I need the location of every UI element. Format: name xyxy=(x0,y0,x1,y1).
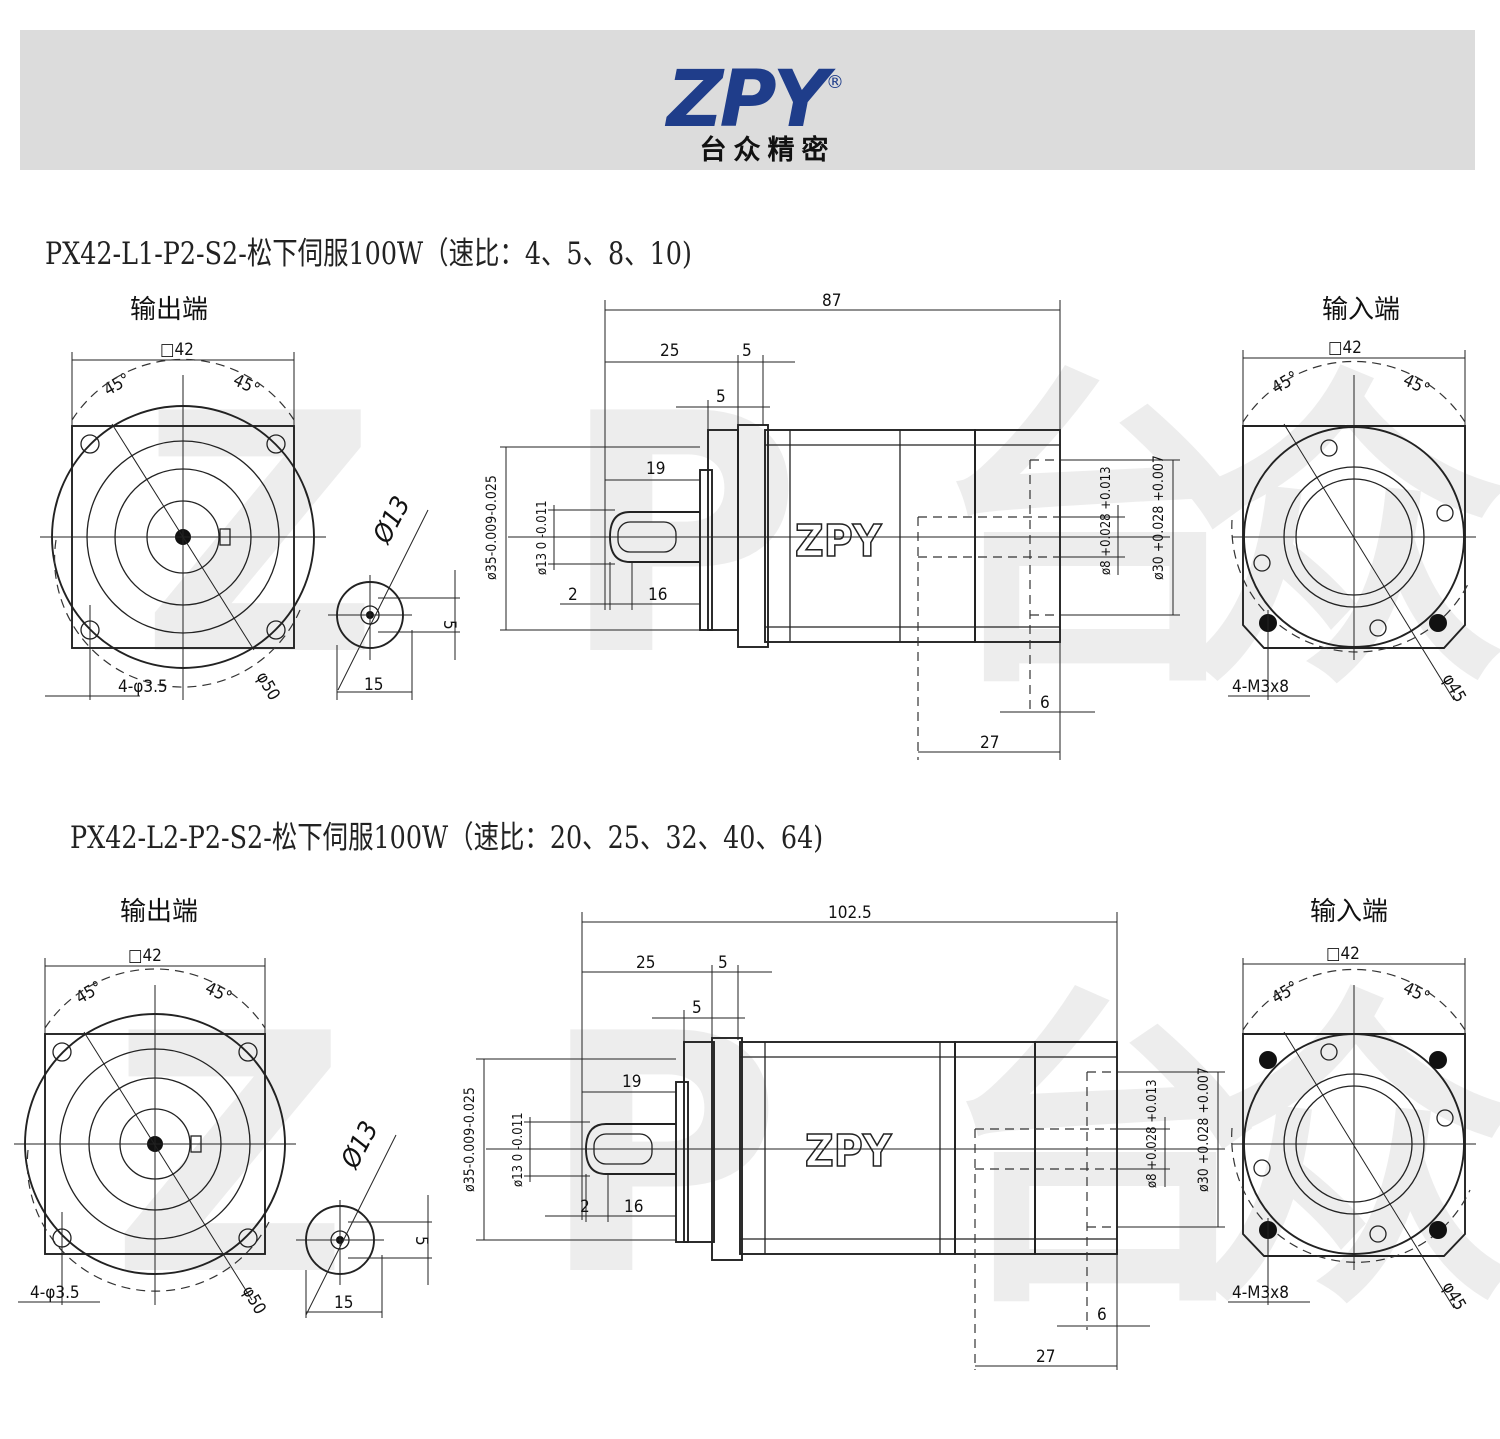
input-end-label: 输入端 xyxy=(1310,897,1388,927)
input-end-label: 输入端 xyxy=(1322,295,1400,325)
logo-text: ZPY xyxy=(664,55,837,145)
pilot-diameter: ø35-0.009-0.025 xyxy=(462,1087,478,1192)
key-length: 16 xyxy=(624,1197,643,1217)
overall-length: 102.5 xyxy=(828,903,872,923)
square-dimension: □42 xyxy=(160,340,194,360)
flange-length: 25 xyxy=(636,953,655,973)
key-width: 5 xyxy=(439,620,459,630)
watermark-1: Z P 台 众 xyxy=(140,344,1500,728)
collar-width: 5 xyxy=(716,387,726,407)
svg-text:众: 众 xyxy=(1180,344,1500,728)
flange-length: 25 xyxy=(660,341,679,361)
mounting-holes: 4-φ3.5 xyxy=(118,677,168,697)
svg-text:台: 台 xyxy=(940,964,1270,1348)
key-depth: 15 xyxy=(364,675,383,695)
logo-subtitle: 台众精密 xyxy=(699,135,836,166)
square-dimension: □42 xyxy=(1328,338,1362,358)
pilot-depth: 6 xyxy=(1097,1305,1107,1325)
motor-pilot: ø30 +0.028 +0.007 xyxy=(1151,455,1167,580)
shaft-offset: 2 xyxy=(568,585,578,605)
drawing-2: Z P 台 众 输出端 □42 45° 45° xyxy=(14,897,1500,1370)
drawing-title-2: PX42-L2-P2-S2-松下伺服100W（速比：20、25、32、40、64… xyxy=(70,820,824,856)
bore-depth: 27 xyxy=(1036,1347,1055,1367)
shaft-length: 19 xyxy=(622,1072,641,1092)
flange-width: 5 xyxy=(742,341,752,361)
key-depth: 15 xyxy=(334,1293,353,1313)
shaft-length: 19 xyxy=(646,459,665,479)
header-banner: ZPY ® 台众精密 xyxy=(20,30,1475,170)
flange-width: 5 xyxy=(718,953,728,973)
body-logo: ZPY xyxy=(795,516,883,567)
drawing-title-1: PX42-L1-P2-S2-松下伺服100W（速比：4、5、8、10) xyxy=(45,236,692,272)
key-length: 16 xyxy=(648,585,667,605)
collar-width: 5 xyxy=(692,998,702,1018)
svg-text:Z: Z xyxy=(110,964,349,1348)
key-width: 5 xyxy=(411,1236,431,1246)
shaft-diameter-tol: ø13 0 -0.011 xyxy=(511,1112,526,1187)
drawing-1: Z P 台 众 输出端 □42 45° 45° xyxy=(40,291,1500,760)
svg-text:P: P xyxy=(560,344,802,728)
mounting-holes: 4-φ3.5 xyxy=(30,1283,80,1303)
mounting-threads: 4-M3x8 xyxy=(1232,1283,1289,1303)
bore-depth: 27 xyxy=(980,733,999,753)
square-dimension: □42 xyxy=(128,946,162,966)
shaft-offset: 2 xyxy=(580,1197,590,1217)
side-view-1: 87 25 5 5 ZPY 19 xyxy=(484,291,1180,760)
output-end-label: 输出端 xyxy=(130,295,208,325)
body-logo: ZPY xyxy=(805,1126,893,1177)
pilot-depth: 6 xyxy=(1040,693,1050,713)
square-dimension: □42 xyxy=(1326,944,1360,964)
motor-pilot: ø30 +0.028 +0.007 xyxy=(1196,1067,1212,1192)
output-end-label: 输出端 xyxy=(120,897,198,927)
output-end-view-1: 输出端 □42 45° 45° 4-φ3.5 xyxy=(40,295,326,704)
shaft-diameter-tol: ø13 0 -0.011 xyxy=(535,500,550,575)
pilot-diameter: ø35-0.009-0.025 xyxy=(484,475,500,580)
side-view-2: 102.5 25 5 5 ZPY xyxy=(462,903,1225,1370)
logo-registered-mark: ® xyxy=(826,72,844,93)
svg-text:台: 台 xyxy=(930,344,1260,728)
overall-length: 87 xyxy=(822,291,841,311)
input-bore: ø8 +0.028 +0.013 xyxy=(1099,466,1114,575)
input-bore: ø8 +0.028 +0.013 xyxy=(1145,1079,1160,1188)
angle-left: 45° xyxy=(73,977,106,1008)
mounting-threads: 4-M3x8 xyxy=(1232,677,1289,697)
zpy-logo: ZPY ® xyxy=(664,55,844,145)
svg-text:P: P xyxy=(540,964,782,1348)
svg-text:众: 众 xyxy=(1190,964,1500,1348)
